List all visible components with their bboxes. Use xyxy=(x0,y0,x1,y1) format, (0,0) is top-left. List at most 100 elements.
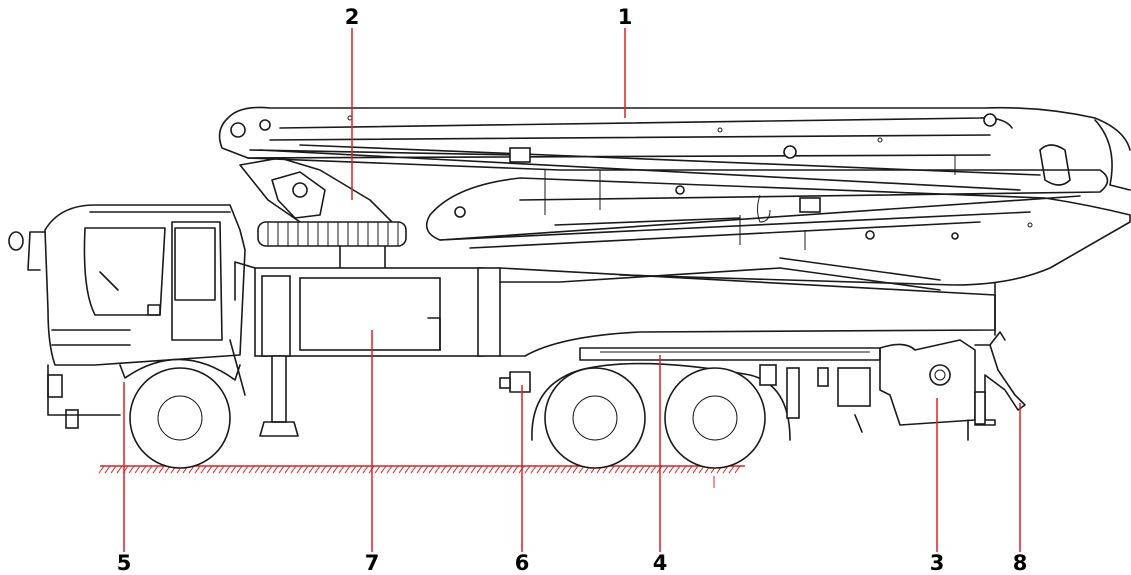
ground-hatch xyxy=(236,465,243,474)
callout-6: 6 xyxy=(515,551,530,575)
ground-hatch xyxy=(380,465,387,474)
ground-hatch xyxy=(284,465,291,474)
ground-hatch xyxy=(614,465,621,474)
ground-hatch xyxy=(158,465,165,474)
turntable xyxy=(257,221,407,271)
ground-hatch xyxy=(260,465,267,474)
ground-hatch xyxy=(506,465,513,474)
callout-1: 1 xyxy=(618,5,633,29)
ground-hatch xyxy=(314,465,321,474)
ground-hatch xyxy=(452,465,459,474)
ground-hatch xyxy=(116,465,123,474)
ground-hatch xyxy=(416,465,423,474)
ground-hatch xyxy=(530,465,537,474)
wheels xyxy=(129,367,766,469)
truck-cab xyxy=(8,204,246,429)
ground-hatch xyxy=(548,465,555,474)
ground-hatch xyxy=(734,465,741,474)
ground-hatch xyxy=(638,465,645,474)
boom-base-arm xyxy=(239,157,396,231)
callout-4: 4 xyxy=(653,551,668,575)
ground-hatch xyxy=(410,465,417,474)
callout-2: 2 xyxy=(345,5,360,29)
ground-hatch xyxy=(320,465,327,474)
ground-hatch xyxy=(692,465,699,474)
ground-hatch xyxy=(422,465,429,474)
ground-hatch xyxy=(98,465,105,474)
ground-hatch xyxy=(668,465,675,474)
ground-hatch xyxy=(188,465,195,474)
boom-assembly xyxy=(218,106,1131,286)
ground-hatch xyxy=(206,465,213,474)
outrigger-box xyxy=(234,261,996,357)
ground-hatch xyxy=(686,465,693,474)
ground-hatch xyxy=(290,465,297,474)
ground-hatch xyxy=(512,465,519,474)
ground-hatch xyxy=(362,465,369,474)
ground-hatch xyxy=(392,465,399,474)
ground-hatch xyxy=(272,465,279,474)
ground-hatch xyxy=(434,465,441,474)
ground-hatch xyxy=(554,465,561,474)
ground-hatch xyxy=(338,465,345,474)
ground-hatch xyxy=(494,465,501,474)
ground-hatch xyxy=(662,465,669,474)
ground-hatch xyxy=(482,465,489,474)
ground-hatch xyxy=(476,465,483,474)
ground-hatch xyxy=(626,465,633,474)
ground-hatch xyxy=(644,465,651,474)
ground-hatch xyxy=(212,465,219,474)
ground-hatch xyxy=(194,465,201,474)
ground-hatch xyxy=(386,465,393,474)
ground-hatch xyxy=(128,465,135,474)
ground-hatch xyxy=(296,465,303,474)
ground-hatch xyxy=(620,465,627,474)
ground-hatch xyxy=(398,465,405,474)
ground-hatch xyxy=(302,465,309,474)
ground-hatch xyxy=(542,465,549,474)
ground-hatch xyxy=(536,465,543,474)
ground-hatch xyxy=(110,465,117,474)
ground-hatch xyxy=(104,465,111,474)
ground-hatch xyxy=(200,465,207,474)
ground-hatch xyxy=(632,465,639,474)
ground-hatch xyxy=(146,465,153,474)
chassis xyxy=(119,331,1026,441)
ground-hatch xyxy=(326,465,333,474)
ground xyxy=(98,465,745,488)
ground-hatch xyxy=(428,465,435,474)
ground-hatch xyxy=(728,465,735,474)
ground-hatch xyxy=(224,465,231,474)
ground-hatch xyxy=(374,465,381,474)
callout-3: 3 xyxy=(930,551,945,575)
ground-hatch xyxy=(242,465,249,474)
ground-hatch xyxy=(266,465,273,474)
ground-hatch xyxy=(572,465,579,474)
callout-5: 5 xyxy=(117,551,132,575)
callout-7: 7 xyxy=(365,551,380,575)
ground-hatch xyxy=(332,465,339,474)
ground-hatch xyxy=(566,465,573,474)
ground-hatch xyxy=(254,465,261,474)
ground-hatch xyxy=(440,465,447,474)
ground-hatch xyxy=(404,465,411,474)
ground-hatch xyxy=(524,465,531,474)
ground-hatch xyxy=(134,465,141,474)
ground-hatch xyxy=(500,465,507,474)
outrigger-legs xyxy=(259,355,986,437)
ground-hatch xyxy=(308,465,315,474)
ground-hatch xyxy=(458,465,465,474)
ground-hatch xyxy=(278,465,285,474)
ground-hatch xyxy=(350,465,357,474)
ground-hatch xyxy=(344,465,351,474)
ground-hatch xyxy=(218,465,225,474)
ground-hatch xyxy=(446,465,453,474)
ground-hatch xyxy=(152,465,159,474)
ground-hatch xyxy=(680,465,687,474)
ground-hatch xyxy=(140,465,147,474)
leader-lines xyxy=(123,28,1021,552)
ground-hatch xyxy=(470,465,477,474)
ground-hatch xyxy=(608,465,615,474)
ground-hatch xyxy=(488,465,495,474)
